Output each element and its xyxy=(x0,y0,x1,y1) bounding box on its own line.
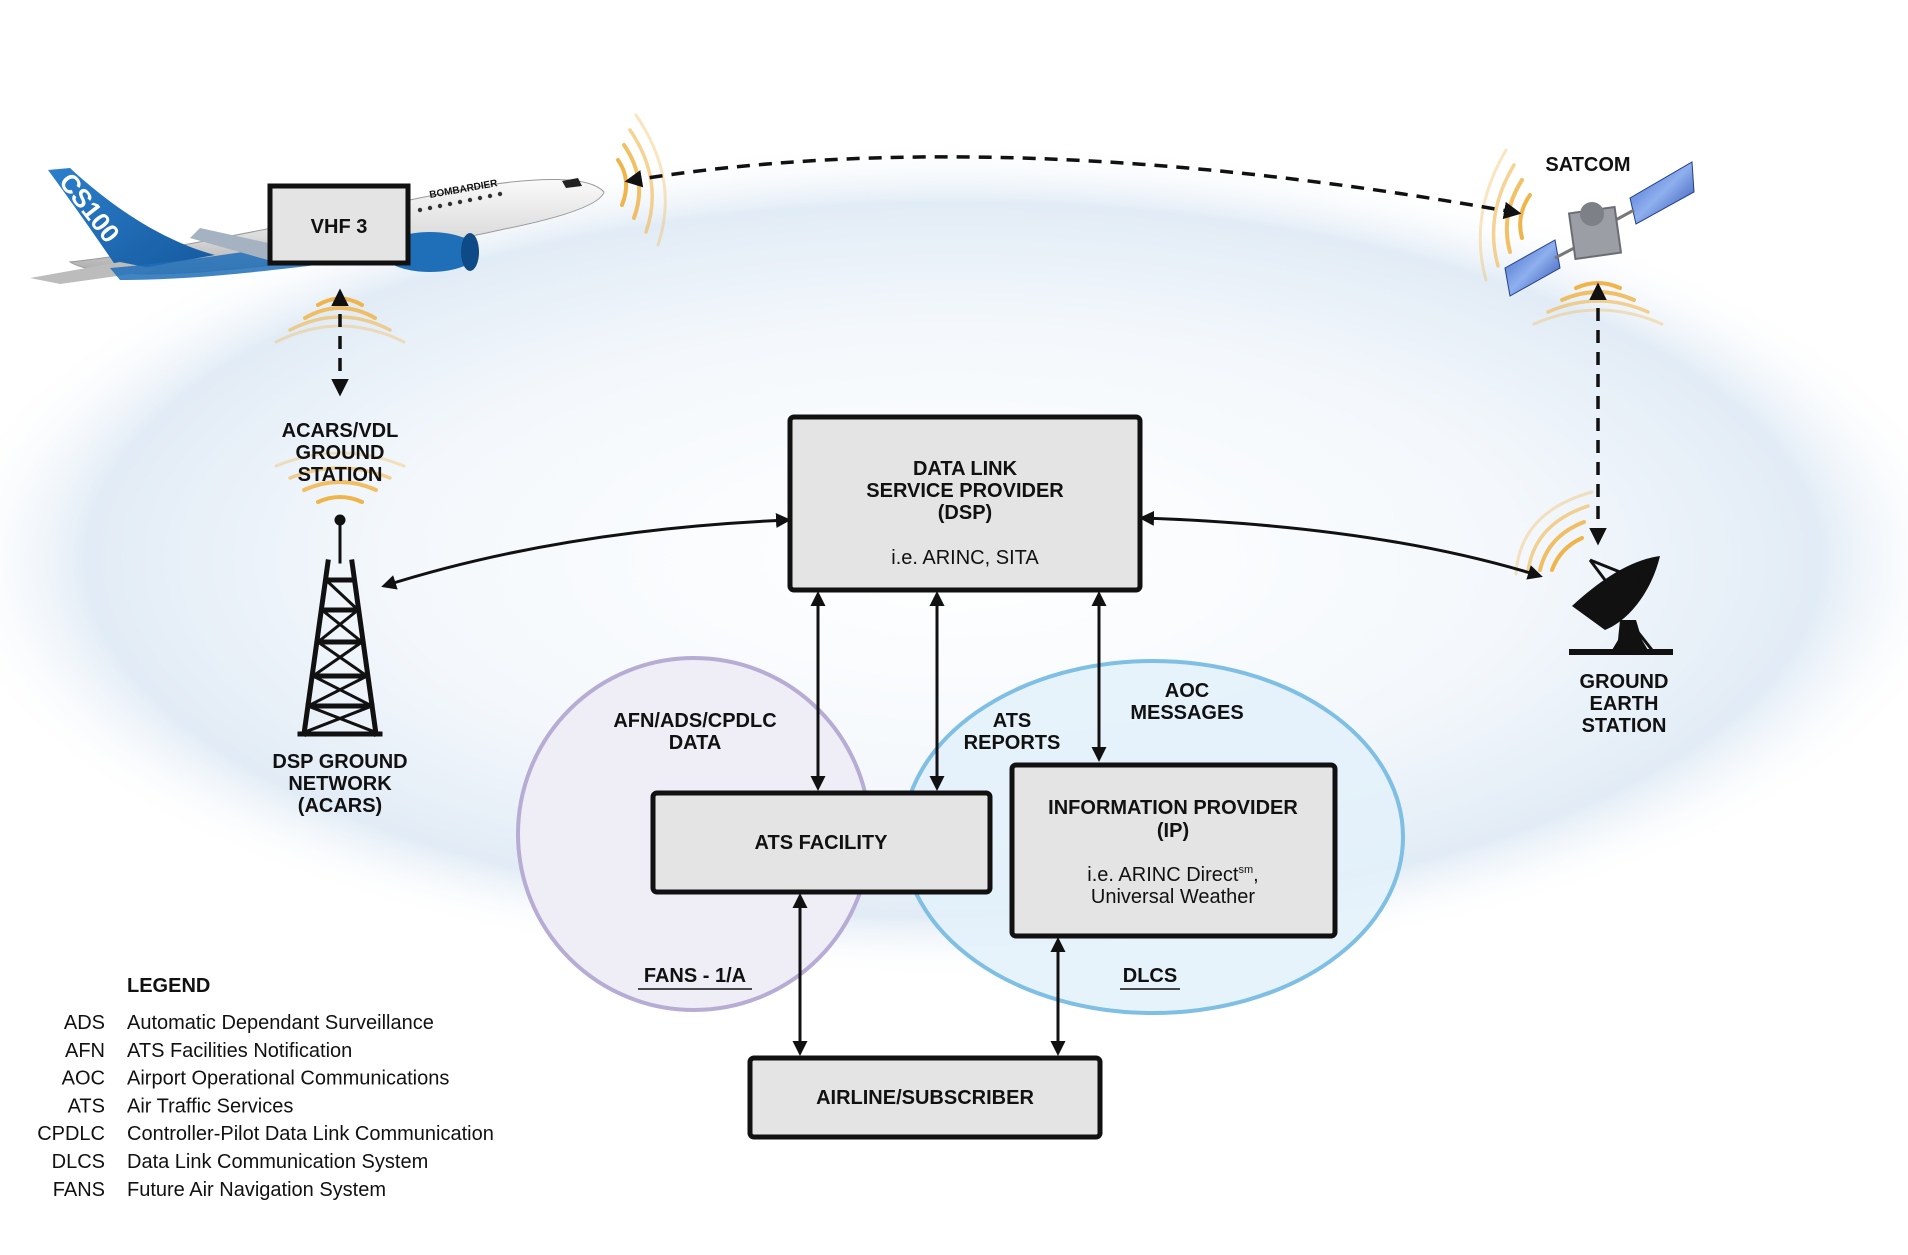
svg-text:AOC: AOC xyxy=(1165,680,1209,702)
legend-item: CPDLC Controller-Pilot Data Link Communic… xyxy=(37,1123,494,1145)
legend-meaning: Automatic Dependant Surveillance xyxy=(127,1012,434,1034)
svg-text:GROUND: GROUND xyxy=(1580,671,1669,693)
svg-text:(ACARS): (ACARS) xyxy=(298,795,382,817)
svg-text:DSP GROUND: DSP GROUND xyxy=(272,751,407,773)
svg-text:ATS: ATS xyxy=(993,710,1032,732)
vhf3-label: VHF 3 xyxy=(311,216,368,238)
ip-example-line2: Universal Weather xyxy=(1091,886,1255,908)
information-provider-box[interactable]: INFORMATION PROVIDER (IP) i.e. ARINC Dir… xyxy=(1009,762,1338,939)
legend-title: LEGEND xyxy=(127,975,210,997)
dsp-title-line: SERVICE PROVIDER xyxy=(866,480,1064,502)
dlcs-group-label: DLCS xyxy=(1120,965,1180,990)
legend-abbr: AOC xyxy=(62,1068,105,1090)
acars-ground-station-label: ACARS/VDL GROUND STATION xyxy=(282,420,399,486)
legend-item: DLCS Data Link Communication System xyxy=(52,1151,429,1173)
legend-item: ADS Automatic Dependant Surveillance xyxy=(64,1012,434,1034)
legend-item: AOC Airport Operational Communications xyxy=(62,1068,450,1090)
legend-abbr: AFN xyxy=(65,1040,105,1062)
svg-text:FANS - 1/A: FANS - 1/A xyxy=(644,965,746,987)
afn-ads-cpdlc-label: AFN/ADS/CPDLC DATA xyxy=(613,710,776,754)
legend-meaning: Airport Operational Communications xyxy=(127,1068,449,1090)
dsp-title-line: DATA LINK xyxy=(913,458,1018,480)
svg-text:STATION: STATION xyxy=(1582,715,1667,737)
aircraft-satcom-link xyxy=(624,155,1522,220)
airline-subscriber-label: AIRLINE/SUBSCRIBER xyxy=(816,1087,1034,1109)
tower-dsp-link xyxy=(381,513,791,590)
legend-item: AFN ATS Facilities Notification xyxy=(65,1040,352,1062)
svg-text:EARTH: EARTH xyxy=(1590,693,1659,715)
legend-abbr: ATS xyxy=(68,1095,105,1117)
svg-text:STATION: STATION xyxy=(298,464,383,486)
ground-station-signal-waves-icon xyxy=(274,451,406,504)
dsp-ground-network-label: DSP GROUND NETWORK (ACARS) xyxy=(272,751,407,817)
radio-tower-icon xyxy=(297,514,383,737)
legend-meaning: Future Air Navigation System xyxy=(127,1179,386,1201)
svg-text:MESSAGES: MESSAGES xyxy=(1130,702,1243,724)
svg-text:REPORTS: REPORTS xyxy=(964,732,1061,754)
ats-facility-box[interactable]: ATS FACILITY xyxy=(650,790,993,895)
satellite-dish-icon xyxy=(1569,556,1673,655)
legend-abbr: ADS xyxy=(64,1012,105,1034)
dsp-example: i.e. ARINC, SITA xyxy=(891,547,1039,569)
legend-item: FANS Future Air Navigation System xyxy=(53,1179,386,1201)
svg-text:ACARS/VDL: ACARS/VDL xyxy=(282,420,399,442)
legend-abbr: CPDLC xyxy=(37,1123,105,1145)
aoc-messages-label: AOC MESSAGES xyxy=(1130,680,1243,724)
legend-meaning: ATS Facilities Notification xyxy=(127,1040,352,1062)
ip-title-line: INFORMATION PROVIDER xyxy=(1048,797,1298,819)
svg-text:DLCS: DLCS xyxy=(1123,965,1177,987)
legend-abbr: DLCS xyxy=(52,1151,105,1173)
satellite-icon xyxy=(1504,161,1695,297)
legend-meaning: Air Traffic Services xyxy=(127,1095,293,1117)
svg-text:DATA: DATA xyxy=(669,732,722,754)
svg-text:NETWORK: NETWORK xyxy=(288,773,392,795)
ip-title-line: (IP) xyxy=(1157,820,1189,842)
dsp-earth-station-link xyxy=(1139,510,1543,580)
legend-meaning: Data Link Communication System xyxy=(127,1151,428,1173)
ats-facility-label: ATS FACILITY xyxy=(755,832,889,854)
legend-abbr: FANS xyxy=(53,1179,105,1201)
dsp-title-line: (DSP) xyxy=(938,502,992,524)
airline-subscriber-box[interactable]: AIRLINE/SUBSCRIBER xyxy=(747,1055,1103,1140)
ats-reports-label: ATS REPORTS xyxy=(964,710,1061,754)
ground-earth-station-label: GROUND EARTH STATION xyxy=(1580,671,1669,737)
legend-meaning: Controller-Pilot Data Link Communication xyxy=(127,1123,494,1145)
satcom-label: SATCOM xyxy=(1545,154,1630,176)
dsp-box[interactable]: DATA LINK SERVICE PROVIDER (DSP) i.e. AR… xyxy=(787,414,1143,593)
legend: LEGEND ADS Automatic Dependant Surveillan… xyxy=(37,975,494,1201)
fans-group-label: FANS - 1/A xyxy=(638,965,752,990)
vhf3-radio-box[interactable]: VHF 3 xyxy=(267,183,411,266)
svg-text:GROUND: GROUND xyxy=(296,442,385,464)
svg-text:AFN/ADS/CPDLC: AFN/ADS/CPDLC xyxy=(613,710,776,732)
legend-item: ATS Air Traffic Services xyxy=(68,1095,294,1117)
ip-example-line1: i.e. ARINC Directsm, xyxy=(1087,864,1258,886)
